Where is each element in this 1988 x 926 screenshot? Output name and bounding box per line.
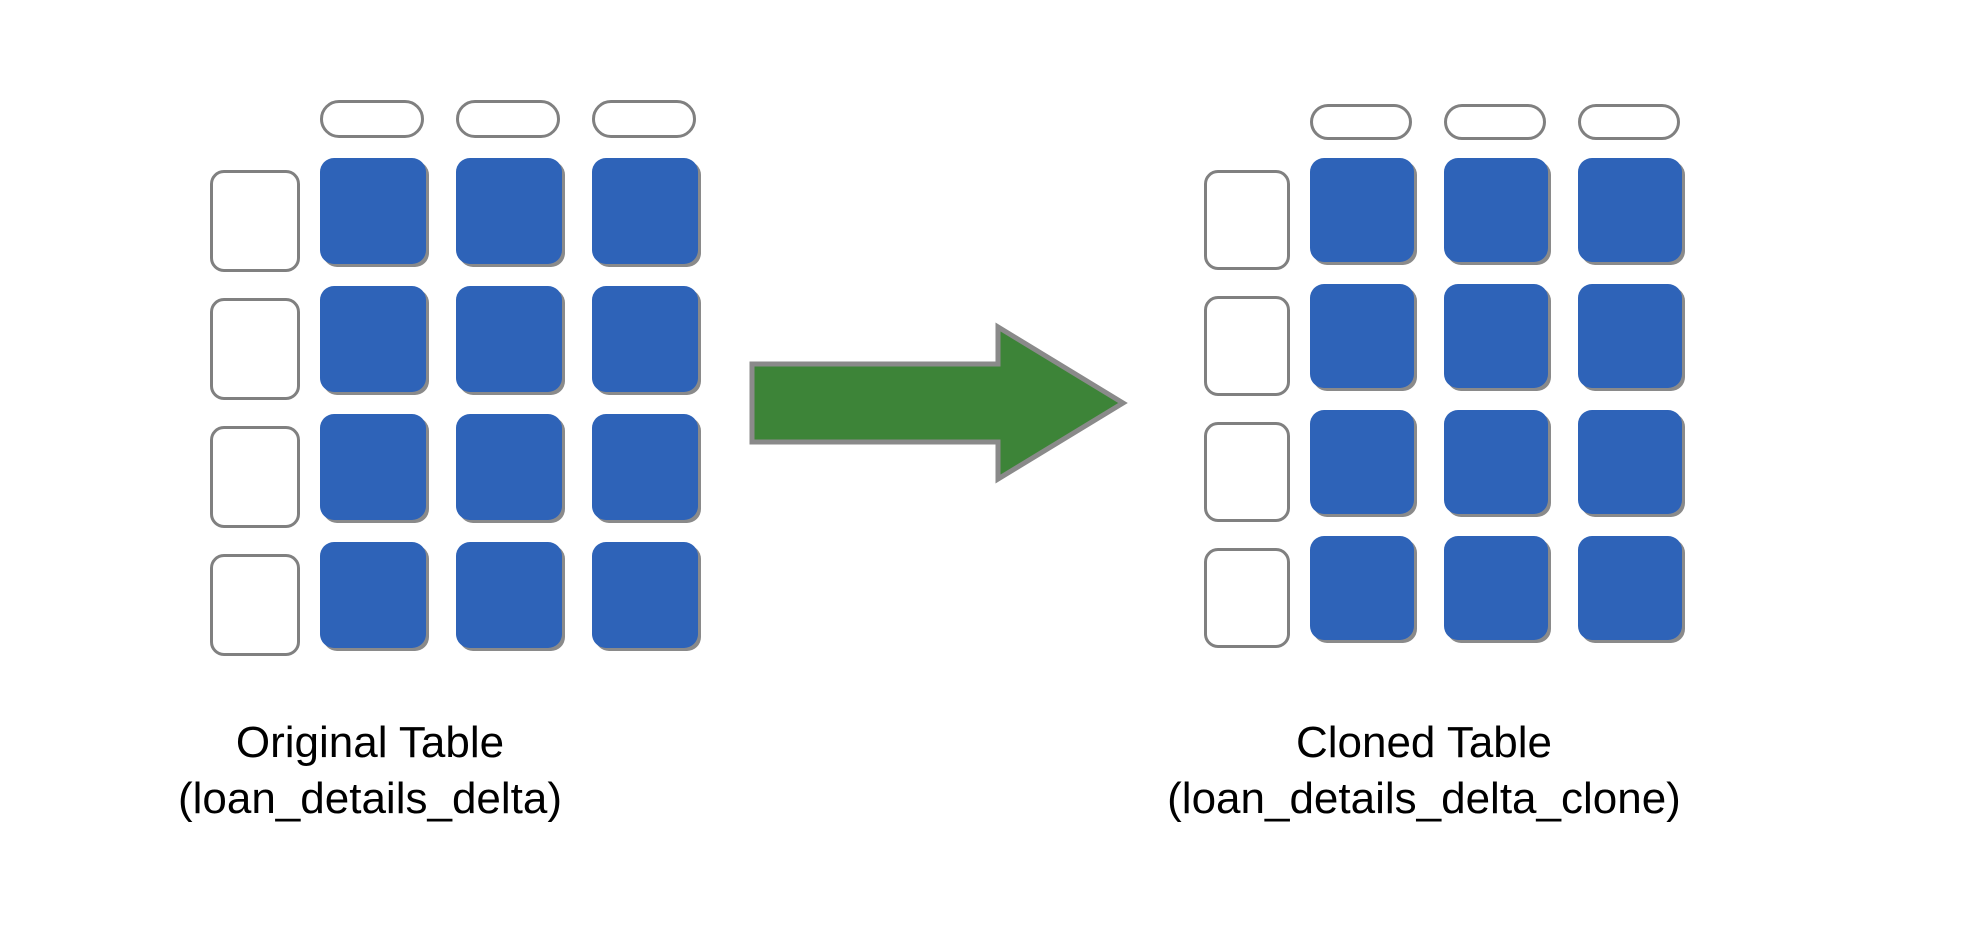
source-cell-r2c3[interactable] (592, 286, 698, 392)
source-table-caption-subtitle: (loan_details_delta) (177, 774, 563, 824)
cloned-row-label-3[interactable] (1204, 422, 1290, 522)
source-cell-r1c1[interactable] (320, 158, 426, 264)
source-cell-r2c1[interactable] (320, 286, 426, 392)
source-cell-r4c3[interactable] (592, 542, 698, 648)
cloned-cell-r3c1[interactable] (1310, 410, 1414, 514)
source-cell-r3c2[interactable] (456, 414, 562, 520)
cloned-cell-r2c3[interactable] (1578, 284, 1682, 388)
source-cell-r1c2[interactable] (456, 158, 562, 264)
source-row-label-1[interactable] (210, 170, 300, 272)
cloned-header-pill-3[interactable] (1578, 104, 1680, 140)
cloned-row-label-2[interactable] (1204, 296, 1290, 396)
source-cell-r1c3[interactable] (592, 158, 698, 264)
cloned-table: Cloned Table (loan_details_delta_clone) (1140, 0, 1988, 926)
cloned-cell-r1c2[interactable] (1444, 158, 1548, 262)
source-table: Original Table (loan_details_delta) (0, 0, 740, 926)
source-cell-r4c2[interactable] (456, 542, 562, 648)
cloned-cell-r2c2[interactable] (1444, 284, 1548, 388)
source-table-caption: Original Table (loan_details_delta) (0, 715, 740, 828)
source-header-pill-2[interactable] (456, 100, 560, 138)
source-row-label-3[interactable] (210, 426, 300, 528)
cloned-cell-r1c1[interactable] (1310, 158, 1414, 262)
cloned-cell-r3c3[interactable] (1578, 410, 1682, 514)
source-header-pill-3[interactable] (592, 100, 696, 138)
cloned-cell-r3c2[interactable] (1444, 410, 1548, 514)
cloned-cell-r1c3[interactable] (1578, 158, 1682, 262)
clone-arrow-shape (749, 322, 1128, 484)
cloned-header-pill-1[interactable] (1310, 104, 1412, 140)
cloned-row-label-1[interactable] (1204, 170, 1290, 270)
source-cell-r4c1[interactable] (320, 542, 426, 648)
cloned-table-caption: Cloned Table (loan_details_delta_clone) (1000, 715, 1848, 828)
cloned-cell-r4c2[interactable] (1444, 536, 1548, 640)
clone-arrow-icon (749, 322, 1128, 484)
cloned-cell-r2c1[interactable] (1310, 284, 1414, 388)
cloned-table-caption-subtitle: (loan_details_delta_clone) (1167, 774, 1681, 824)
cloned-cell-r4c1[interactable] (1310, 536, 1414, 640)
source-header-pill-1[interactable] (320, 100, 424, 138)
source-table-caption-title: Original Table (235, 718, 505, 767)
cloned-table-caption-title: Cloned Table (1295, 718, 1553, 767)
source-row-label-2[interactable] (210, 298, 300, 400)
source-cell-r2c2[interactable] (456, 286, 562, 392)
cloned-cell-r4c3[interactable] (1578, 536, 1682, 640)
source-row-label-4[interactable] (210, 554, 300, 656)
cloned-header-pill-2[interactable] (1444, 104, 1546, 140)
source-cell-r3c1[interactable] (320, 414, 426, 520)
cloned-row-label-4[interactable] (1204, 548, 1290, 648)
source-cell-r3c3[interactable] (592, 414, 698, 520)
